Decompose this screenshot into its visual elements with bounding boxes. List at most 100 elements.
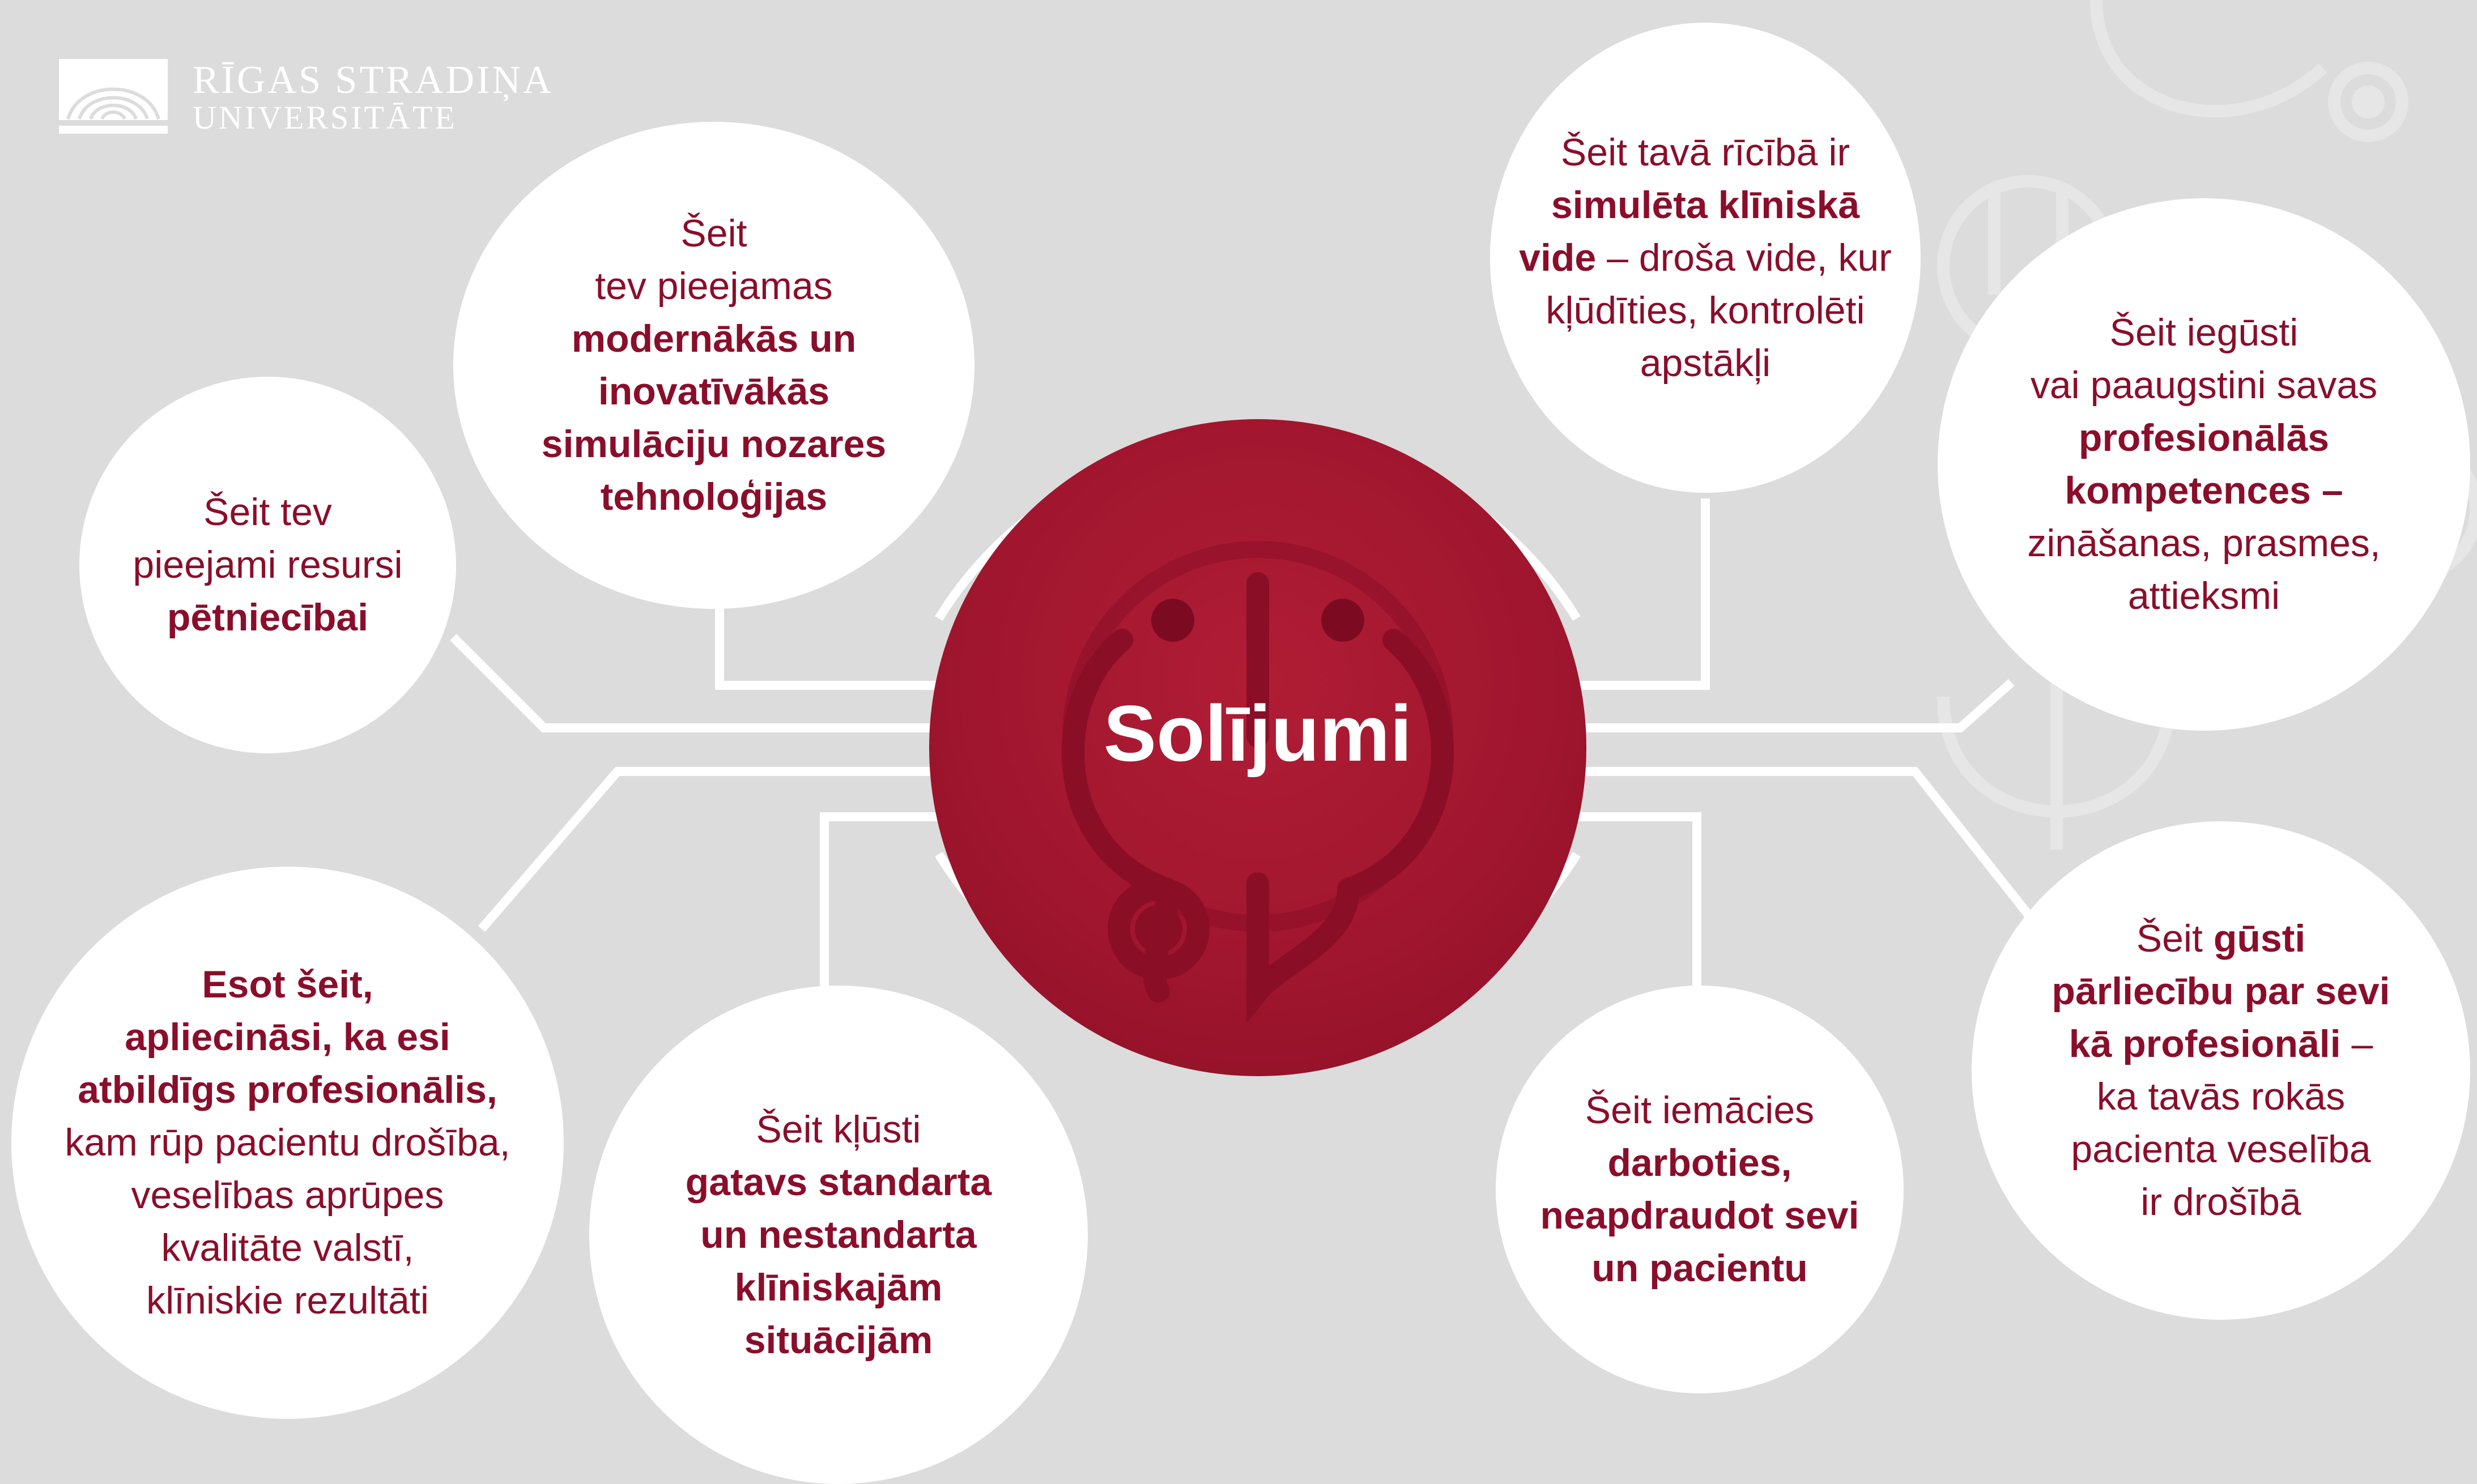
text-run: apstākļi xyxy=(1640,341,1771,385)
bubble-confidence: Šeit gūsti pārliecību par sevi kā profesio… xyxy=(1972,821,2470,1320)
bold-text-run: profesionālās xyxy=(2078,416,2330,459)
bubble-simulated-environment-text: Šeit tavā rīcībā ir simulēta klīniskā vide… xyxy=(1507,126,1903,390)
logo-text-line2: UNIVERSITĀTE xyxy=(193,99,457,136)
bubble-text-line: Šeit kļūsti xyxy=(629,1103,1048,1156)
bubble-text-line: modernākās un xyxy=(495,313,933,365)
text-run: – xyxy=(2340,1022,2373,1065)
bubble-responsible-professional: Esot šeit, apliecināsi, ka esi atbildīgs p… xyxy=(11,867,564,1419)
text-run: kam rūp pacientu drošība, xyxy=(65,1121,510,1164)
logo-text-line1: RĪGAS STRADIŅA xyxy=(193,58,554,102)
bubble-text-line: vide – droša vide, kur xyxy=(1507,232,1903,284)
bubble-text-line: un nestandarta xyxy=(629,1209,1048,1261)
bubble-text-line: tehnoloģijas xyxy=(495,471,933,523)
text-run: Šeit kļūsti xyxy=(756,1107,921,1151)
bubble-text-line: zināšanas, prasmes, xyxy=(1980,517,2428,570)
bubble-text-line: ir drošībā xyxy=(2011,1176,2430,1229)
bold-text-run: Esot šeit, xyxy=(202,963,373,1006)
bubble-text-line: profesionālās xyxy=(1980,412,2428,464)
bubble-text-line: Šeit xyxy=(495,207,933,260)
connector-left xyxy=(450,634,991,732)
bold-text-run: atbildīgs profesionālis, xyxy=(78,1068,497,1111)
bubble-text-line: apstākļi xyxy=(1507,337,1903,390)
bubble-text-line: ka tavās rokās xyxy=(2011,1071,2430,1123)
bubble-safe-practice-text: Šeit iemācies darboties, neapdraudot sevi u… xyxy=(1512,1084,1887,1295)
text-run: pacienta veselība xyxy=(2071,1128,2371,1171)
bold-text-run: inovatīvākās xyxy=(598,370,830,413)
bubble-text-line: klīniskie rezultāti xyxy=(28,1274,547,1327)
bold-text-run: simulēta klīniskā xyxy=(1551,183,1860,227)
bubble-text-line: kompetences – xyxy=(1980,464,2428,517)
text-run: klīniskie rezultāti xyxy=(146,1279,429,1322)
bold-text-run: pētniecībai xyxy=(167,596,369,639)
bubble-text-line: inovatīvākās xyxy=(495,365,933,418)
bubble-text-line: atbildīgs profesionālis, xyxy=(28,1064,547,1116)
connector-bottom-right xyxy=(1507,767,2044,932)
bubble-competences: Šeit iegūsti vai paaugstini savas profesio… xyxy=(1938,198,2470,731)
bubble-text-line: Šeit iegūsti xyxy=(1980,306,2428,359)
bubble-text-line: neapdraudot sevi xyxy=(1512,1189,1887,1242)
diagram-canvas: RĪGAS STRADIŅA UNIVERSITĀTE Solījumi Šei… xyxy=(11,23,2470,1484)
bubble-text-line: attieksmi xyxy=(1980,570,2428,622)
bubble-text-line: apliecināsi, ka esi xyxy=(28,1011,547,1064)
text-run: Šeit tev xyxy=(203,491,332,534)
bubble-text-line: tev pieejamas xyxy=(495,260,933,313)
bubble-text-line: kā profesionāli – xyxy=(2011,1018,2430,1071)
bold-text-run: apliecināsi, ka esi xyxy=(125,1016,450,1059)
text-run: kļūdīties, kontrolēti xyxy=(1546,288,1865,332)
text-run: zināšanas, prasmes, xyxy=(2027,522,2381,565)
bold-text-run: situācijām xyxy=(744,1318,933,1362)
bubble-text-line: Šeit gūsti xyxy=(2011,912,2430,965)
stethoscope-power-icon xyxy=(1061,541,1454,1024)
bubble-text-line: un pacientu xyxy=(1512,1242,1887,1295)
bubble-text-line: situācijām xyxy=(629,1314,1048,1367)
amphitheatre-logo-icon xyxy=(59,59,168,134)
bubble-text-line: Šeit iemācies xyxy=(1512,1084,1887,1137)
bubble-text-line: kvalitāte valstī, xyxy=(28,1222,547,1274)
bubble-text-line: gatavs standarta xyxy=(629,1156,1048,1209)
connector-top-left xyxy=(715,589,991,690)
center-title: Solījumi xyxy=(1103,689,1412,778)
connector-bottom-left xyxy=(478,767,991,932)
text-run: Šeit xyxy=(680,212,747,255)
text-run: – droša vide, kur xyxy=(1596,236,1892,279)
bubble-text-line: Šeit tavā rīcībā ir xyxy=(1507,126,1903,179)
bold-text-run: darboties, xyxy=(1607,1141,1792,1184)
university-logo: RĪGAS STRADIŅA UNIVERSITĀTE xyxy=(57,57,551,142)
bubble-text-line: klīniskajām xyxy=(629,1261,1048,1314)
bold-text-run: neapdraudot sevi xyxy=(1540,1194,1859,1237)
bubble-confidence-text: Šeit gūsti pārliecību par sevi kā profesio… xyxy=(2011,912,2430,1229)
bold-text-run: modernākās un xyxy=(571,317,857,360)
text-run: kvalitāte valstī, xyxy=(161,1226,414,1269)
bubble-text-line: pacienta veselība xyxy=(2011,1123,2430,1176)
bubble-text-line: veselības aprūpes xyxy=(28,1169,547,1222)
bold-text-run: tehnoloģijas xyxy=(600,475,828,518)
bold-text-run: simulāciju nozares xyxy=(541,423,887,466)
bubble-simulated-environment: Šeit tavā rīcībā ir simulēta klīniskā vide… xyxy=(1490,23,1921,493)
connector-bottom-center-left xyxy=(820,812,991,1020)
text-run: attieksmi xyxy=(2127,574,2280,617)
bubble-responsible-professional-text: Esot šeit, apliecināsi, ka esi atbildīgs p… xyxy=(28,958,547,1327)
bubble-text-line: darboties, xyxy=(1512,1137,1887,1189)
bubble-text-line: kam rūp pacientu drošība, xyxy=(28,1116,547,1169)
bold-text-run: vide xyxy=(1519,236,1597,279)
bubble-text-line: simulēta klīniskā xyxy=(1507,179,1903,232)
bubble-text-line: Šeit tev xyxy=(109,486,426,539)
bold-text-run: kompetences – xyxy=(2065,469,2343,512)
bold-text-run: kā profesionāli xyxy=(2069,1022,2341,1065)
text-run: veselības aprūpes xyxy=(131,1174,444,1217)
bold-text-run: klīniskajām xyxy=(734,1265,943,1309)
text-run: Šeit iemācies xyxy=(1585,1089,1815,1132)
connector-right xyxy=(1507,679,2015,732)
bubble-research-text: Šeit tev pieejami resursi pētniecībai xyxy=(109,486,426,644)
bubble-text-line: pētniecībai xyxy=(109,591,426,644)
bold-text-run: gūsti xyxy=(2213,917,2306,960)
bubble-text-line: pieejami resursi xyxy=(109,539,426,591)
bubble-competences-text: Šeit iegūsti vai paaugstini savas profesio… xyxy=(1980,306,2428,622)
text-run: Šeit tavā rīcībā ir xyxy=(1560,130,1850,174)
text-run: vai paaugstini savas xyxy=(2030,364,2378,407)
bold-text-run: pārliecību par sevi xyxy=(2052,970,2390,1013)
